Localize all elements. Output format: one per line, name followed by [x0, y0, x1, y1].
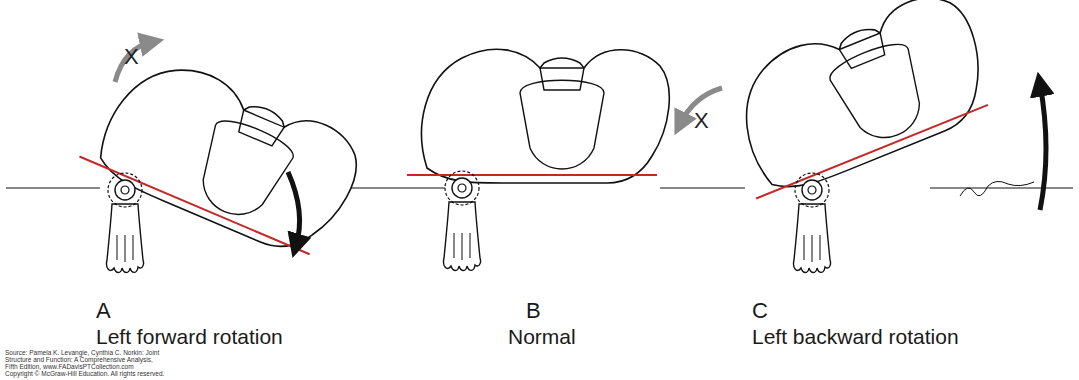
femur-foot [794, 173, 831, 273]
signature-scribble [960, 181, 1034, 196]
rotation-arrow [288, 172, 300, 246]
source-note: Source: Pamela K. Levangie, Cynthia C. N… [5, 350, 159, 357]
femur-foot [107, 173, 144, 273]
panel-letter: C [752, 300, 768, 322]
source-note: Fifth Edition, www.FADavisPTCollection.c… [5, 364, 134, 371]
panel-letter: B [526, 300, 541, 322]
rotation-arrow [1040, 84, 1046, 210]
source-note: Structure and Function: A Comprehensive … [5, 357, 153, 364]
pelvis-backward [709, 0, 1002, 206]
panel-caption: Left forward rotation [96, 326, 283, 347]
panel-caption: Normal [508, 326, 576, 347]
source-note: Copyright © McGraw-Hill Education. All r… [5, 371, 164, 378]
panel-letter: A [96, 300, 111, 322]
panel-caption: Left backward rotation [752, 326, 959, 347]
femur-foot [444, 171, 481, 271]
rotation-arrow [115, 42, 152, 82]
rotation-mark: X [124, 46, 139, 68]
rotation-mark: X [694, 110, 709, 132]
pelvis-normal [407, 49, 669, 183]
